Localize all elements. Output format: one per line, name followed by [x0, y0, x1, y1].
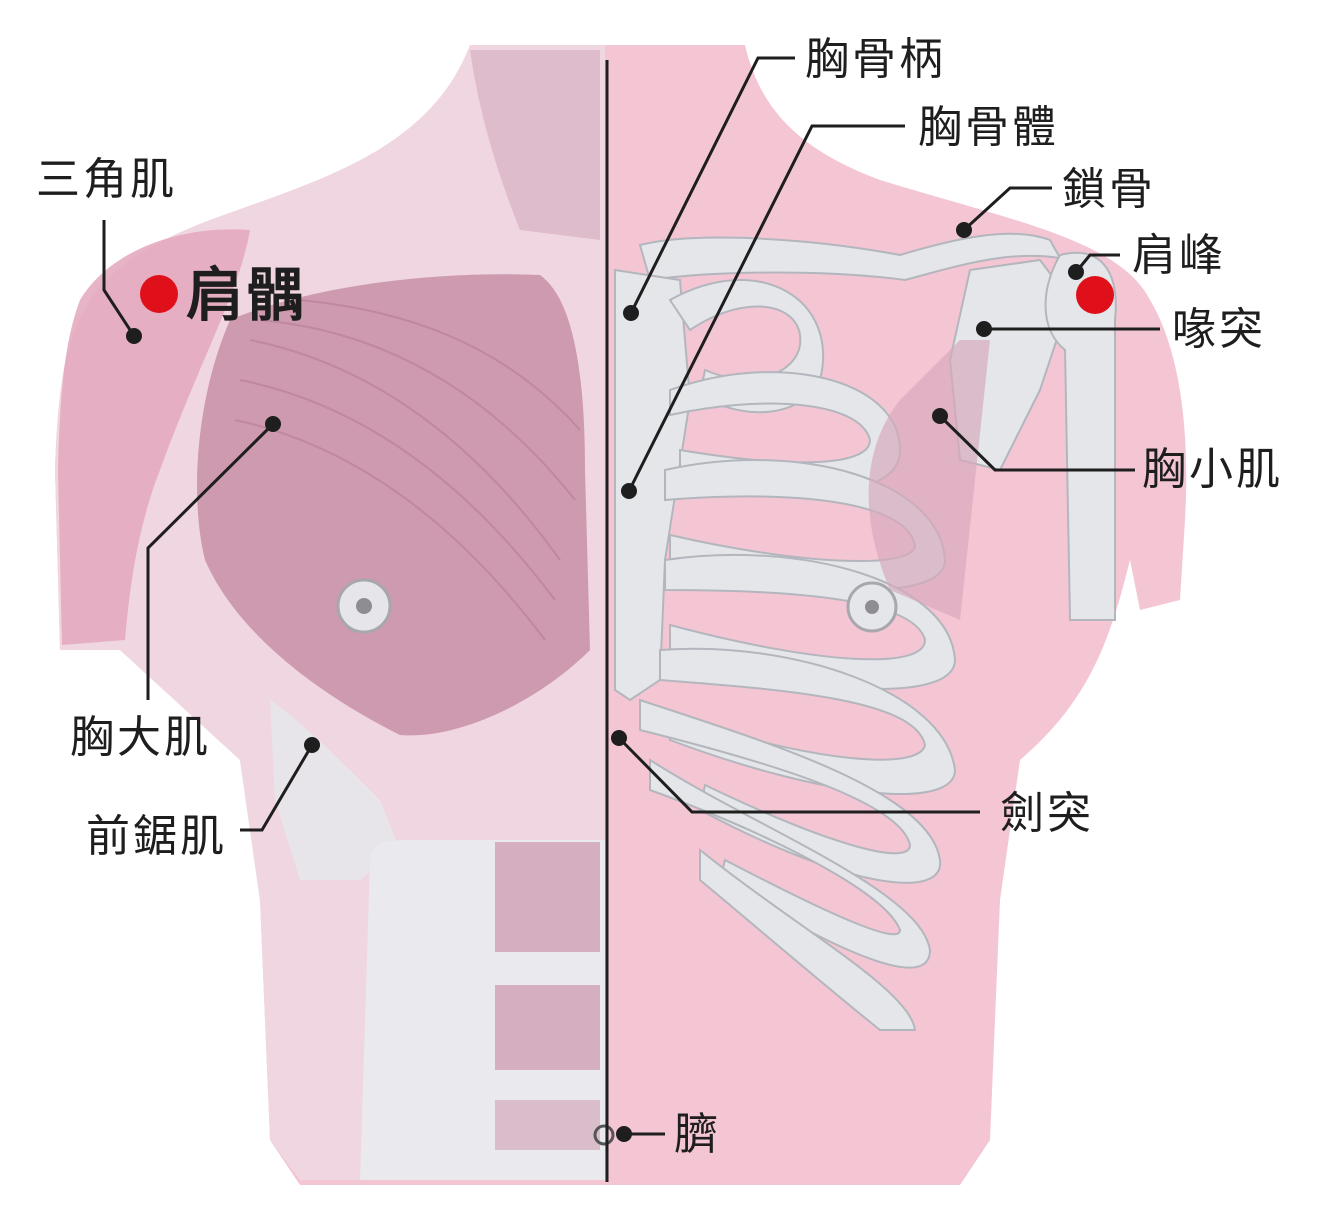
jianyu-point-right — [1076, 276, 1114, 314]
label-xiphoid: 劍突 — [1000, 788, 1094, 839]
label-serratus-anterior: 前鋸肌 — [86, 811, 227, 862]
navel-mark — [593, 1124, 615, 1146]
label-deltoid: 三角肌 — [36, 154, 177, 205]
label-coracoid: 喙突 — [1172, 304, 1266, 355]
pectoralis-minor-muscle — [868, 340, 990, 620]
label-jianyu: 肩髃 — [186, 261, 307, 329]
label-pectoralis-major: 胸大肌 — [70, 712, 211, 763]
label-acromion: 肩峰 — [1132, 230, 1226, 281]
pectoralis-fibers — [234, 299, 581, 641]
pectoralis-major-muscle — [197, 274, 590, 736]
neck-muscles — [470, 50, 600, 240]
leader-lines — [102, 56, 1160, 1136]
label-navel: 臍 — [674, 1109, 721, 1160]
label-sternum-body: 胸骨體 — [918, 102, 1059, 153]
jianyu-point-left — [140, 275, 178, 313]
deltoid-muscle — [58, 229, 250, 645]
label-clavicle: 鎖骨 — [1062, 164, 1156, 215]
label-manubrium: 胸骨柄 — [805, 34, 946, 85]
serratus-area — [270, 700, 400, 880]
label-pectoralis-minor: 胸小肌 — [1142, 444, 1283, 495]
rectus-abdominis — [495, 842, 600, 1150]
leader-dots — [126, 222, 1084, 1142]
